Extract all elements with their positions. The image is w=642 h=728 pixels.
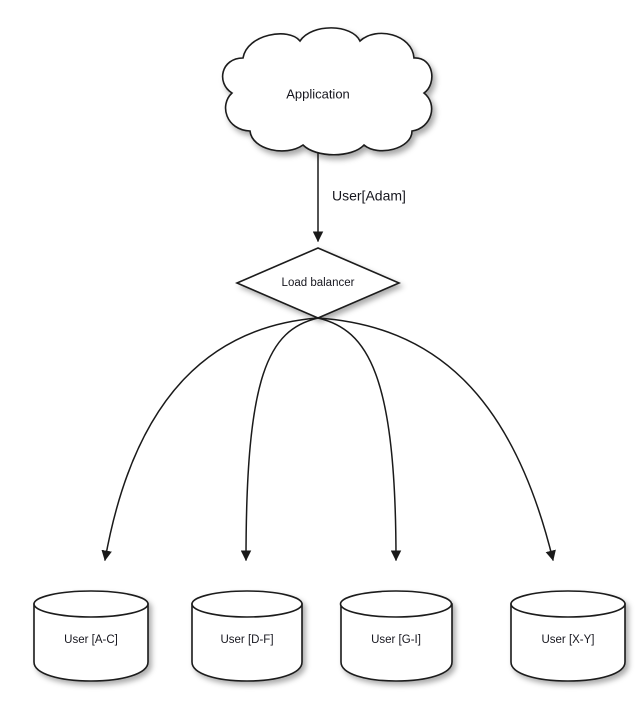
application-label: Application: [286, 86, 350, 101]
cylinder-top-1: [191, 590, 303, 618]
edge-lb-to-db-2: [317, 317, 402, 562]
cylinder-top-2: [339, 590, 453, 618]
cylinder-body-3: [510, 603, 626, 682]
cylinder-body-0: [33, 603, 149, 682]
edge-lb-to-db-0: [101, 317, 319, 562]
node-database-1[interactable]: User [D-F]: [191, 590, 303, 682]
edge-lb-to-db-1: [240, 317, 319, 562]
cylinder-top-0: [33, 590, 149, 618]
node-application[interactable]: Application: [221, 27, 433, 156]
connector-lb-db-0: [101, 317, 319, 562]
node-database-0[interactable]: User [A-C]: [33, 590, 149, 682]
node-database-3[interactable]: User [X-Y]: [510, 590, 626, 682]
cloud-shape: [221, 27, 433, 156]
node-load-balancer[interactable]: Load balancer: [234, 247, 402, 319]
edge-lb-to-db-3: [317, 317, 556, 562]
cylinder-body-2: [340, 603, 453, 682]
connector-lb-db-1: [240, 317, 319, 562]
database-label-2: User [G-I]: [371, 634, 421, 646]
edge-application-to-load-balancer: User[Adam]: [312, 152, 406, 243]
cylinder-body-1: [191, 603, 303, 682]
connector-lb-db-3: [317, 317, 556, 562]
cylinder-top-3: [510, 590, 626, 618]
load-balancer-label: Load balancer: [282, 277, 355, 289]
node-database-2[interactable]: User [G-I]: [339, 590, 453, 682]
database-label-1: User [D-F]: [220, 634, 273, 646]
connector-lb-db-2: [317, 317, 402, 562]
database-label-0: User [A-C]: [64, 634, 118, 646]
database-label-3: User [X-Y]: [541, 634, 594, 646]
edge-label-user-adam: User[Adam]: [332, 188, 406, 204]
